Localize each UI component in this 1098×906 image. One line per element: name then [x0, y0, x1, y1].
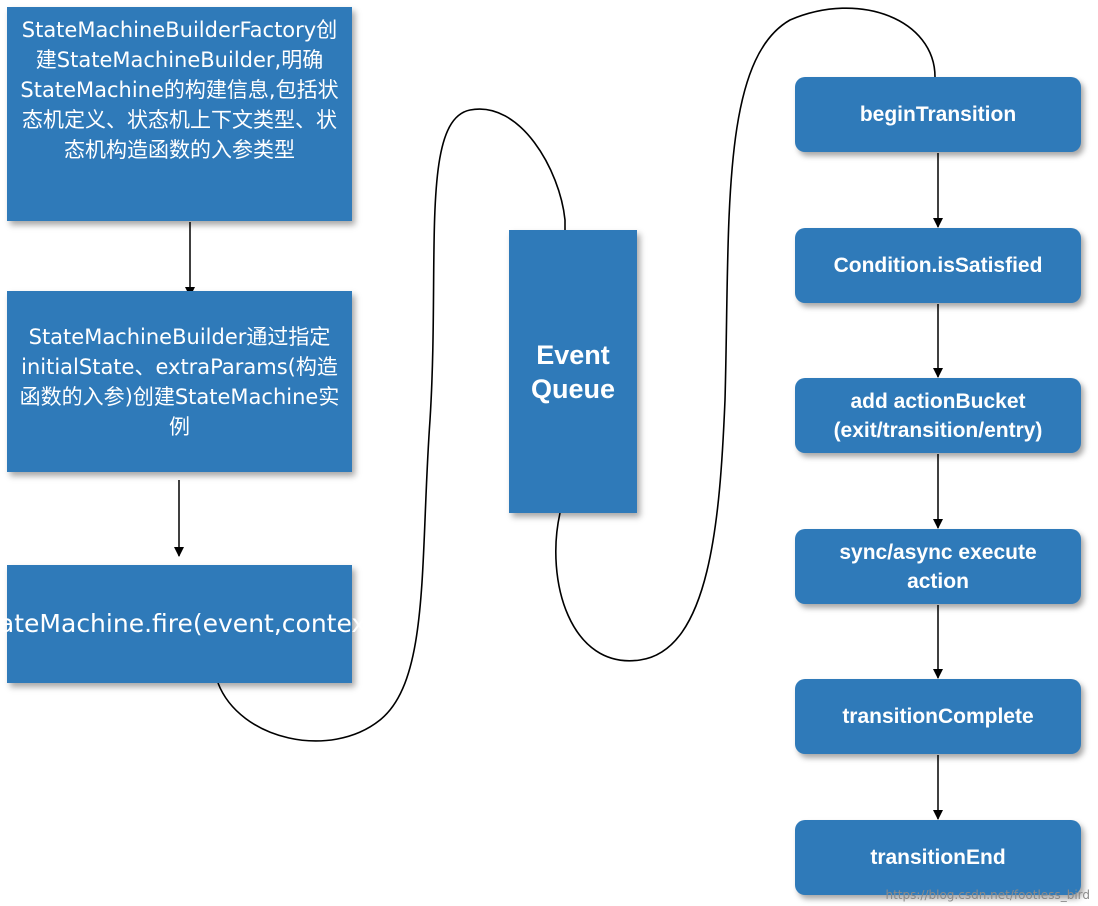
step-label: beginTransition — [859, 103, 1017, 126]
builder-text: StateMachineBuilder通过指定initialState、extr… — [19, 324, 340, 439]
step-transition-end: transitionEnd — [795, 820, 1081, 895]
step-label: add actionBucket (exit/transition/entry) — [833, 389, 1043, 442]
curve-fire-to-queue — [217, 108, 566, 742]
step-condition-satisfied: Condition.isSatisfied — [795, 228, 1081, 303]
step-label: transitionEnd — [870, 846, 1006, 869]
watermark-text: https://blog.csdn.net/footless_bird — [885, 888, 1091, 902]
builder-factory-box: StateMachineBuilderFactory创建StateMachine… — [7, 7, 352, 221]
step-transition-complete: transitionComplete — [795, 679, 1081, 754]
fire-text: StateMachine.fire(event,context) — [0, 609, 386, 638]
fire-box: StateMachine.fire(event,context) — [0, 565, 386, 683]
step-add-action-bucket: add actionBucket (exit/transition/entry) — [795, 378, 1081, 453]
builder-factory-text: StateMachineBuilderFactory创建StateMachine… — [20, 18, 339, 162]
step-execute-action: sync/async execute action — [795, 529, 1081, 604]
step-label: transitionComplete — [842, 705, 1034, 728]
step-begin-transition: beginTransition — [795, 77, 1081, 152]
step-label: sync/async execute action — [839, 540, 1037, 593]
builder-box: StateMachineBuilder通过指定initialState、extr… — [7, 291, 352, 472]
step-label: Condition.isSatisfied — [833, 254, 1043, 277]
event-queue-label: Event Queue — [530, 339, 616, 404]
curve-queue-to-begin — [555, 7, 936, 662]
event-queue-box: Event Queue — [509, 230, 637, 513]
